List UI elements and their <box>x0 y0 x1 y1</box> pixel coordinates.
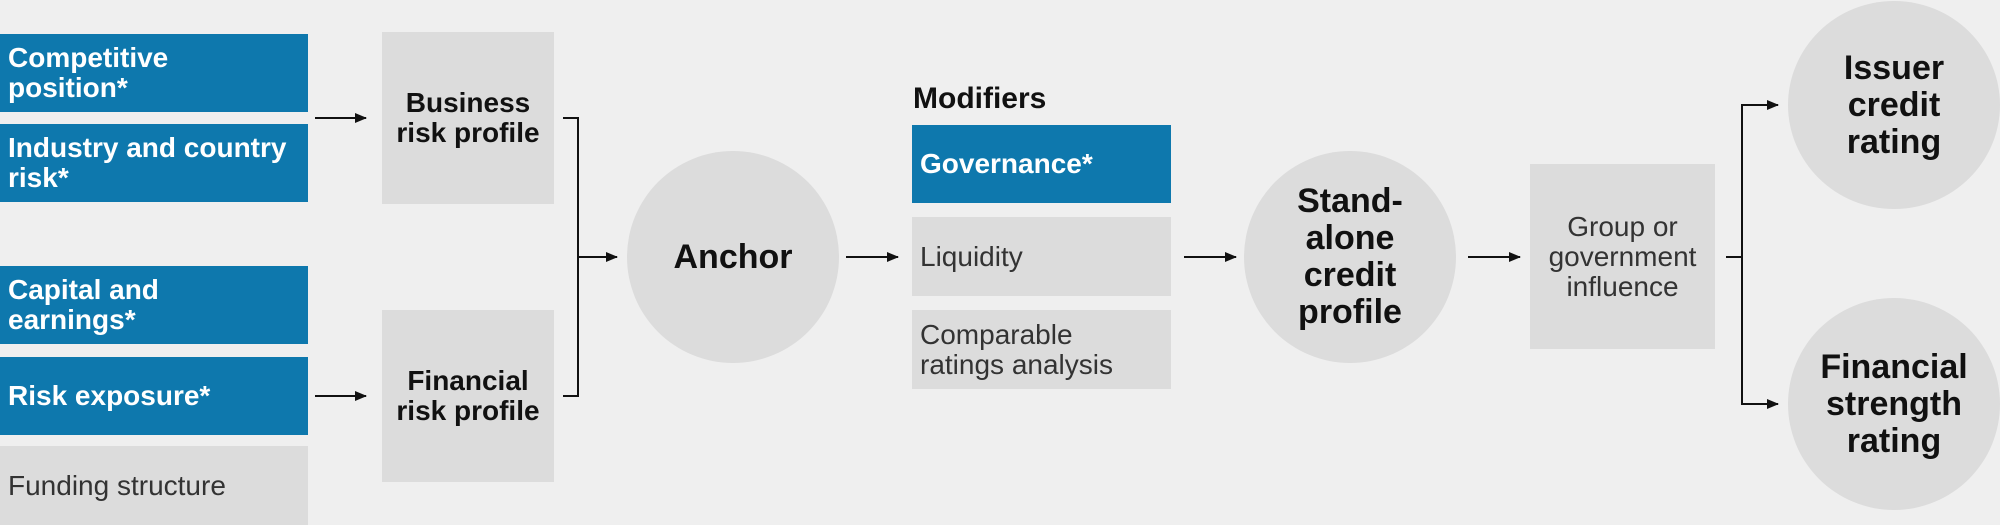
financial-risk-profile-box: Financial risk profile <box>382 310 554 482</box>
input-competitive-position-label: Competitive position* <box>8 42 169 103</box>
issuer-credit-rating-circle: Issuer credit rating <box>1788 1 2000 209</box>
sacp-label: Stand-alone credit profile <box>1297 182 1403 331</box>
issuer-credit-rating-label: Issuer credit rating <box>1843 48 1945 161</box>
business-risk-profile-label: Business risk profile <box>396 87 540 148</box>
input-capital-earnings: Capital and earnings* <box>0 266 308 344</box>
input-funding-structure-label: Funding structure <box>8 469 226 501</box>
input-industry-country-risk-label: Industry and country risk* <box>8 132 287 193</box>
input-funding-structure: Funding structure <box>0 446 308 525</box>
modifier-governance-label: Governance* <box>920 148 1093 179</box>
financial-strength-rating-circle: Financial strength rating <box>1788 298 2000 510</box>
modifiers-heading: Modifiers <box>913 82 1047 115</box>
financial-strength-rating-label: Financial strength rating <box>1820 347 1968 460</box>
bracket-profiles <box>563 117 579 397</box>
sacp-circle: Stand-alone credit profile <box>1244 151 1456 363</box>
modifier-liquidity: Liquidity <box>912 217 1171 296</box>
group-influence-label: Group or government influence <box>1548 210 1697 302</box>
modifier-comparable: Comparable ratings analysis <box>912 310 1171 389</box>
input-industry-country-risk: Industry and country risk* <box>0 124 308 202</box>
arrow-to-issuer-rating <box>1726 100 1779 258</box>
modifier-liquidity-label: Liquidity <box>920 240 1023 272</box>
anchor-label: Anchor <box>673 237 793 276</box>
modifier-comparable-label: Comparable ratings analysis <box>920 318 1113 380</box>
input-capital-earnings-label: Capital and earnings* <box>8 274 159 335</box>
input-risk-exposure: Risk exposure* <box>0 357 308 435</box>
arrow-to-financial-strength-rating <box>1741 257 1779 409</box>
input-risk-exposure-label: Risk exposure* <box>8 380 211 411</box>
group-influence-box: Group or government influence <box>1530 164 1715 349</box>
input-competitive-position: Competitive position* <box>0 34 308 112</box>
financial-risk-profile-label: Financial risk profile <box>396 365 540 426</box>
anchor-circle: Anchor <box>627 151 839 363</box>
modifier-governance: Governance* <box>912 125 1171 203</box>
business-risk-profile-box: Business risk profile <box>382 32 554 204</box>
